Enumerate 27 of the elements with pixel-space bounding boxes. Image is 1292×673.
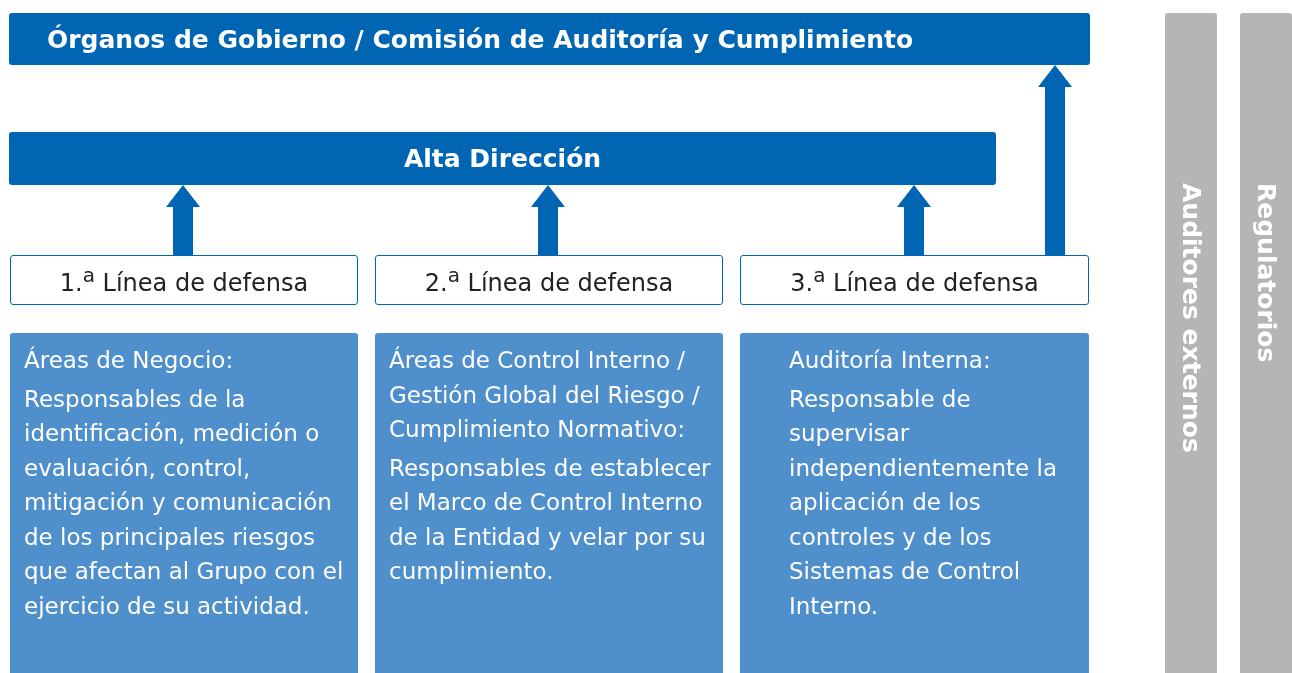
line-label-box xyxy=(375,255,723,305)
description-panel xyxy=(740,333,1089,673)
description-text: Responsables de la identificación, medición o evaluación, control, mitigación y comunicación de los principales riesgos que afectan al Grupo con el ejercicio de su actividad. xyxy=(24,384,345,621)
description-text: Responsables de establecer el Marco de Control Interno de la Entidad y velar por su cumplimiento. xyxy=(389,453,712,586)
node-label: Regulatorios xyxy=(1251,183,1281,365)
description-text: Responsable de supervisar independientemente la aplicación de los controles y de los Sistemas de Control Interno. xyxy=(789,384,1059,621)
panel-heading: Áreas de Control Interno / Gestión Global del Riesgo / Cumplimiento Normativo: xyxy=(389,345,701,444)
panel-heading: Áreas de Negocio: xyxy=(24,345,235,375)
heading-bar xyxy=(9,13,1090,65)
side-bar xyxy=(1240,13,1292,673)
line-label-box xyxy=(10,255,358,305)
arrow xyxy=(1038,65,1072,255)
description-panel xyxy=(375,333,723,673)
line-label-box xyxy=(740,255,1089,305)
node-label: Auditores externos xyxy=(1176,183,1206,455)
heading-bar xyxy=(9,132,996,185)
node-label: Órganos de Gobierno / Comisión de Auditoría y Cumplimiento xyxy=(47,24,914,54)
node-label: 2.$^{a}$ Línea de defensa xyxy=(424,263,674,297)
side-bar xyxy=(1165,13,1217,673)
node-label: 3.$^{a}$ Línea de defensa xyxy=(790,263,1039,297)
arrow xyxy=(897,185,931,255)
description-panel xyxy=(10,333,358,673)
arrow xyxy=(531,185,565,255)
panel-heading: Auditoría Interna: xyxy=(789,346,992,375)
node-label: 1.$^{a}$ Línea de defensa xyxy=(59,263,309,297)
node-label: Alta Dirección xyxy=(403,144,602,173)
arrow xyxy=(166,185,200,255)
